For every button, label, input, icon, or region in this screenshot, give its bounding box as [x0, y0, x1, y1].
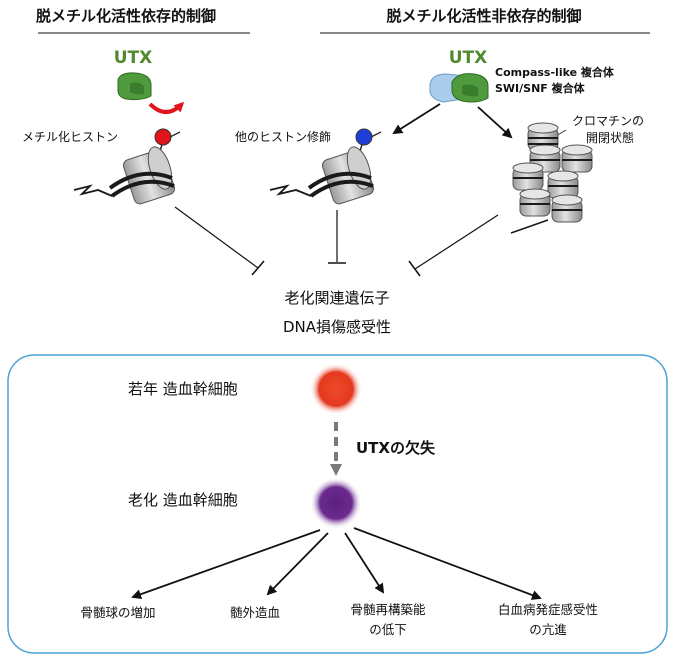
chromatin-dna-bands: [513, 137, 592, 211]
outcome-extramedullary-hematopoiesis: 髄外造血: [230, 605, 280, 620]
compass-like-complex-label: Compass-like 複合体: [495, 65, 615, 79]
middle-nucleosome-icon: [269, 144, 375, 205]
aged-hsc-label: 老化 造血幹細胞: [128, 491, 238, 509]
hsc-aging-box: [7, 354, 668, 654]
chromatin-label-line2: 開閉状態: [586, 130, 634, 145]
other-histone-modification-label: 他のヒストン修飾: [235, 129, 331, 144]
left-utx-protein-icon: [117, 72, 152, 101]
methyl-histone-label: メチル化ヒストン: [22, 130, 118, 144]
demethylation-arrow: [148, 101, 185, 114]
inhibition-line-right: [414, 214, 499, 270]
arrow-to-other-modification: [392, 103, 441, 135]
outcome-reconstitution-line2: の低下: [369, 622, 407, 637]
arrow-to-outcome-3: [344, 532, 385, 594]
aged-hsc-cell-icon: [310, 477, 362, 529]
outcome-reconstitution-line1: 骨髄再構築能: [350, 602, 426, 617]
left-utx-label: UTX: [114, 48, 153, 68]
utx-loss-label: UTXの欠失: [356, 439, 436, 457]
outcome-myeloid-increase: 骨髄球の増加: [80, 605, 155, 620]
arrow-to-chromatin: [477, 106, 513, 139]
left-nucleosome-icon: [73, 144, 176, 205]
arrow-to-outcome-2: [266, 532, 329, 596]
dna-damage-sensitivity-label: DNA損傷感受性: [283, 318, 391, 336]
outcome-leukemia-line1: 白血病発症感受性: [498, 602, 598, 617]
outcome-leukemia-line2: の亢進: [529, 622, 567, 637]
right-panel-header: 脱メチル化活性非依存的制御: [386, 7, 581, 25]
swi-snf-complex-label: SWI/SNF 複合体: [495, 81, 586, 95]
young-hsc-cell-icon: [310, 363, 362, 415]
arrow-to-outcome-1: [131, 529, 321, 600]
other-mark-icon: [355, 128, 373, 146]
right-utx-complex-icon: [429, 73, 489, 103]
chromatin-label-line1: クロマチンの: [572, 114, 644, 128]
inhibition-line-left: [174, 206, 259, 269]
aging-genes-label: 老化関連遺伝子: [284, 289, 389, 307]
methyl-mark-icon: [154, 128, 172, 146]
right-utx-label: UTX: [449, 48, 488, 68]
arrow-to-outcome-4: [353, 527, 542, 600]
left-panel-header: 脱メチル化活性依存的制御: [36, 7, 216, 25]
young-hsc-label: 若年 造血幹細胞: [128, 380, 238, 398]
